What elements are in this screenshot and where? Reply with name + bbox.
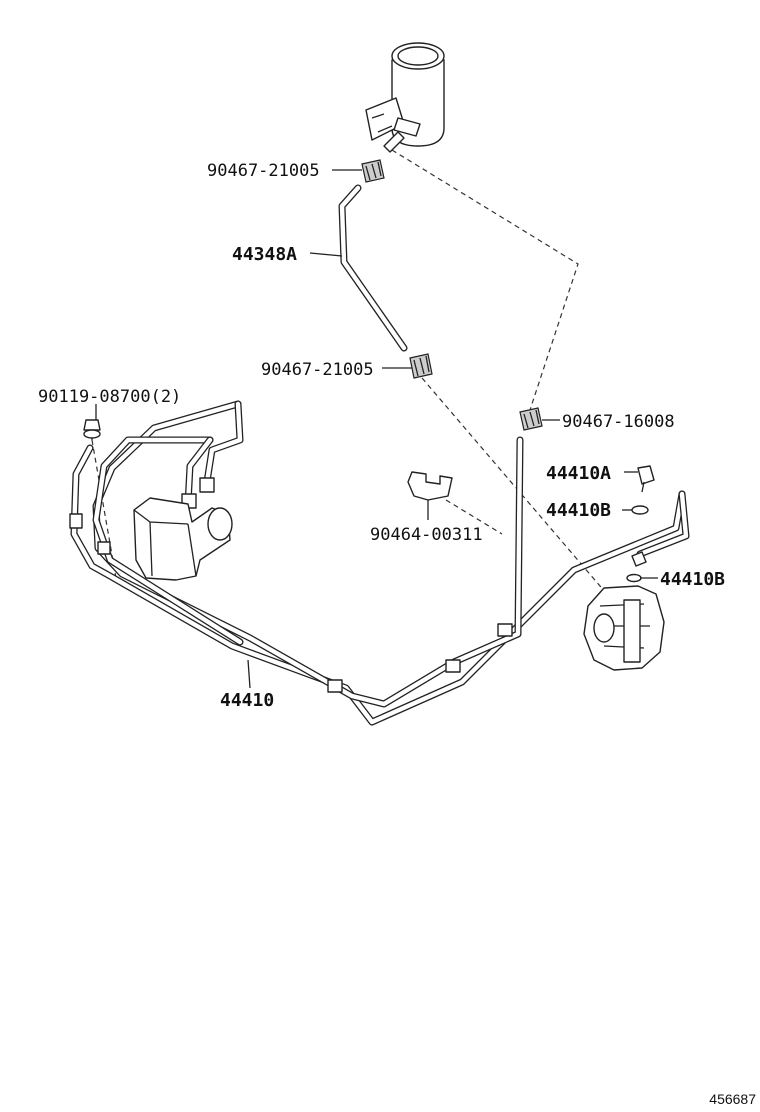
- label-return-hose: 44348A: [232, 244, 297, 265]
- label-clamp-right: 90467-16008: [562, 412, 675, 432]
- gasket-b-part: [626, 573, 642, 583]
- clip-part: [407, 471, 453, 501]
- steering-gear-valve: [133, 497, 233, 581]
- bolt-part: [83, 419, 101, 440]
- label-union-bolt: 44410A: [546, 463, 611, 484]
- label-gasket-a: 44410B: [546, 500, 611, 521]
- union-bolt-part: [637, 465, 655, 493]
- reference-number: 456687: [709, 1091, 756, 1107]
- label-gasket-b: 44410B: [660, 569, 725, 590]
- label-clip: 90464-00311: [370, 525, 483, 545]
- gasket-a-part: [631, 505, 649, 515]
- label-leaders: [95, 169, 658, 689]
- label-clamp-upper: 90467-21005: [207, 161, 320, 181]
- reservoir-tank: [365, 42, 445, 153]
- label-clamp-lower: 90467-21005: [261, 360, 374, 380]
- vane-pump: [583, 551, 665, 671]
- clamp-upper-part: [361, 159, 385, 183]
- label-tube-assembly: 44410: [220, 690, 274, 711]
- label-bolt: 90119-08700(2): [38, 387, 181, 407]
- clamp-lower-part: [409, 353, 433, 379]
- return-hose: [338, 184, 408, 352]
- clamp-right-part: [519, 407, 543, 431]
- tube-assembly: [69, 400, 690, 726]
